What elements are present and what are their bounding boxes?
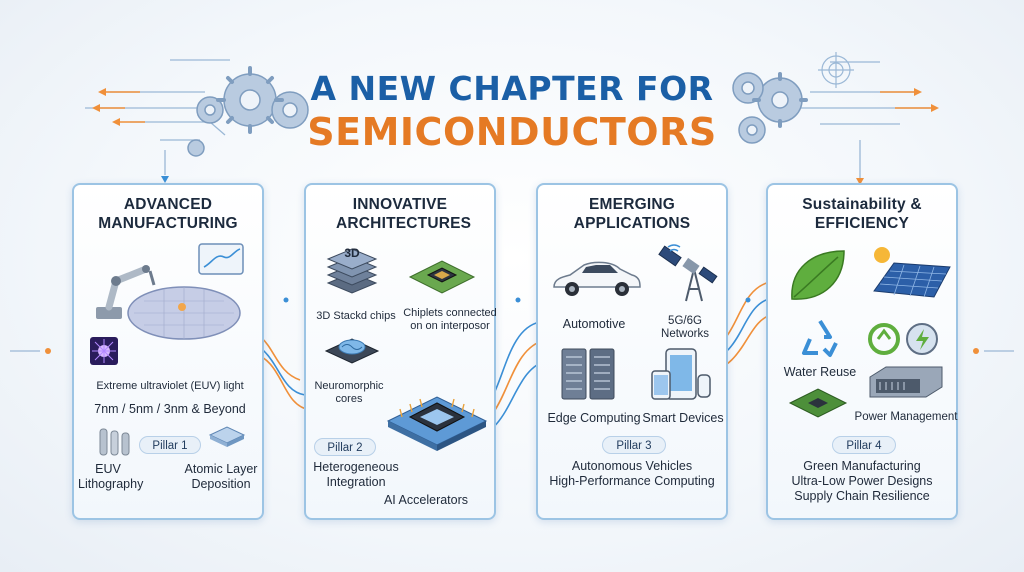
- list-item: High-Performance Computing: [549, 474, 715, 488]
- euv-light-label: Extreme ultraviolet (EUV) light: [96, 380, 244, 392]
- pillar-title: ADVANCED MANUFACTURING: [98, 196, 238, 232]
- server-rack-icon: [561, 348, 615, 400]
- pillar-4-list: Green Manufacturing Ultra-Low Power Desi…: [768, 459, 956, 504]
- solar-panel-icon: [873, 247, 951, 298]
- pillar-title: Sustainability & EFFICIENCY: [802, 196, 922, 232]
- pillar-1-pill: Pillar 1: [139, 436, 201, 454]
- pillar-panel-applications: EMERGING APPLICATIONS Automotive 5G/6G N…: [536, 183, 728, 520]
- chiplets-label: Chiplets connected on on interposor: [403, 307, 497, 332]
- layer-block-icon: [208, 426, 246, 447]
- networks-label: 5G/6G Networks: [661, 315, 709, 340]
- list-item: Autonomous Vehicles: [571, 459, 693, 473]
- title-line-2: SEMICONDUCTORS: [307, 110, 717, 154]
- brain-chip-icon: [324, 338, 380, 364]
- recycle-icon: [802, 319, 838, 357]
- edge-computing-label: Edge Computing: [547, 411, 641, 425]
- pillar-2-pill: Pillar 2: [314, 438, 376, 456]
- pillar-panel-manufacturing: ADVANCED MANUFACTURING Extreme ultraviol…: [72, 183, 264, 520]
- cylinders-icon: [99, 428, 130, 456]
- node-sizes-label: 7nm / 5nm / 3nm & Beyond: [94, 402, 246, 416]
- stacked-chips-label: 3D Stackd chips: [316, 310, 396, 322]
- leaf-icon: [791, 250, 845, 300]
- pillar-title: EMERGING APPLICATIONS: [573, 196, 691, 232]
- pillar-3-list: Autonomous Vehicles High-Performance Com…: [538, 459, 726, 489]
- title-line-1: A NEW CHAPTER FOR: [310, 69, 714, 108]
- euv-light-icon: [90, 337, 118, 365]
- list-item: Ultra-Low Power Designs: [791, 474, 933, 488]
- pillar-3-pill: Pillar 3: [602, 436, 666, 454]
- automotive-label: Automotive: [562, 317, 626, 331]
- heterogeneous-label: Heterogeneous Integration: [313, 460, 399, 489]
- stacked-chip-icon: [326, 248, 378, 294]
- power-management-label: Power Management: [854, 411, 958, 423]
- euv-lithography-label: EUV Lithography: [78, 462, 144, 491]
- list-item: Supply Chain Resilience: [794, 489, 930, 503]
- pillar-title: INNOVATIVE ARCHITECTURES: [336, 196, 472, 232]
- main-title: A NEW CHAPTER FOR SEMICONDUCTORS: [0, 69, 1024, 155]
- stacked-3d-badge: 3D: [344, 246, 360, 260]
- robot-arm-icon: [96, 265, 156, 319]
- water-reuse-label: Water Reuse: [783, 365, 857, 379]
- chiplet-board-icon: [408, 260, 476, 294]
- satellite-tower-icon: [658, 244, 718, 302]
- car-icon: [553, 261, 641, 296]
- smart-devices-label: Smart Devices: [642, 411, 724, 425]
- ai-accelerators-label: AI Accelerators: [383, 493, 469, 507]
- energy-gear-icon: [868, 323, 938, 355]
- smart-devices-icon: [651, 348, 711, 400]
- atomic-layer-label: Atomic Layer Deposition: [184, 462, 258, 491]
- circuit-board-icon: [788, 388, 848, 418]
- pillar-panel-architectures: INNOVATIVE ARCHITECTURES 3D 3D Stackd ch…: [304, 183, 497, 520]
- chart-monitor-icon: [198, 243, 244, 275]
- pillar-4-pill: Pillar 4: [832, 436, 896, 454]
- pillar-panel-sustainability: Sustainability & EFFICIENCY Water Reuse …: [766, 183, 958, 520]
- power-unit-icon: [869, 366, 943, 398]
- list-item: Green Manufacturing: [803, 459, 921, 473]
- wafer-icon: [127, 286, 241, 340]
- ai-processor-icon: [386, 396, 488, 451]
- neuromorphic-label: Neuromorphic cores: [314, 380, 384, 405]
